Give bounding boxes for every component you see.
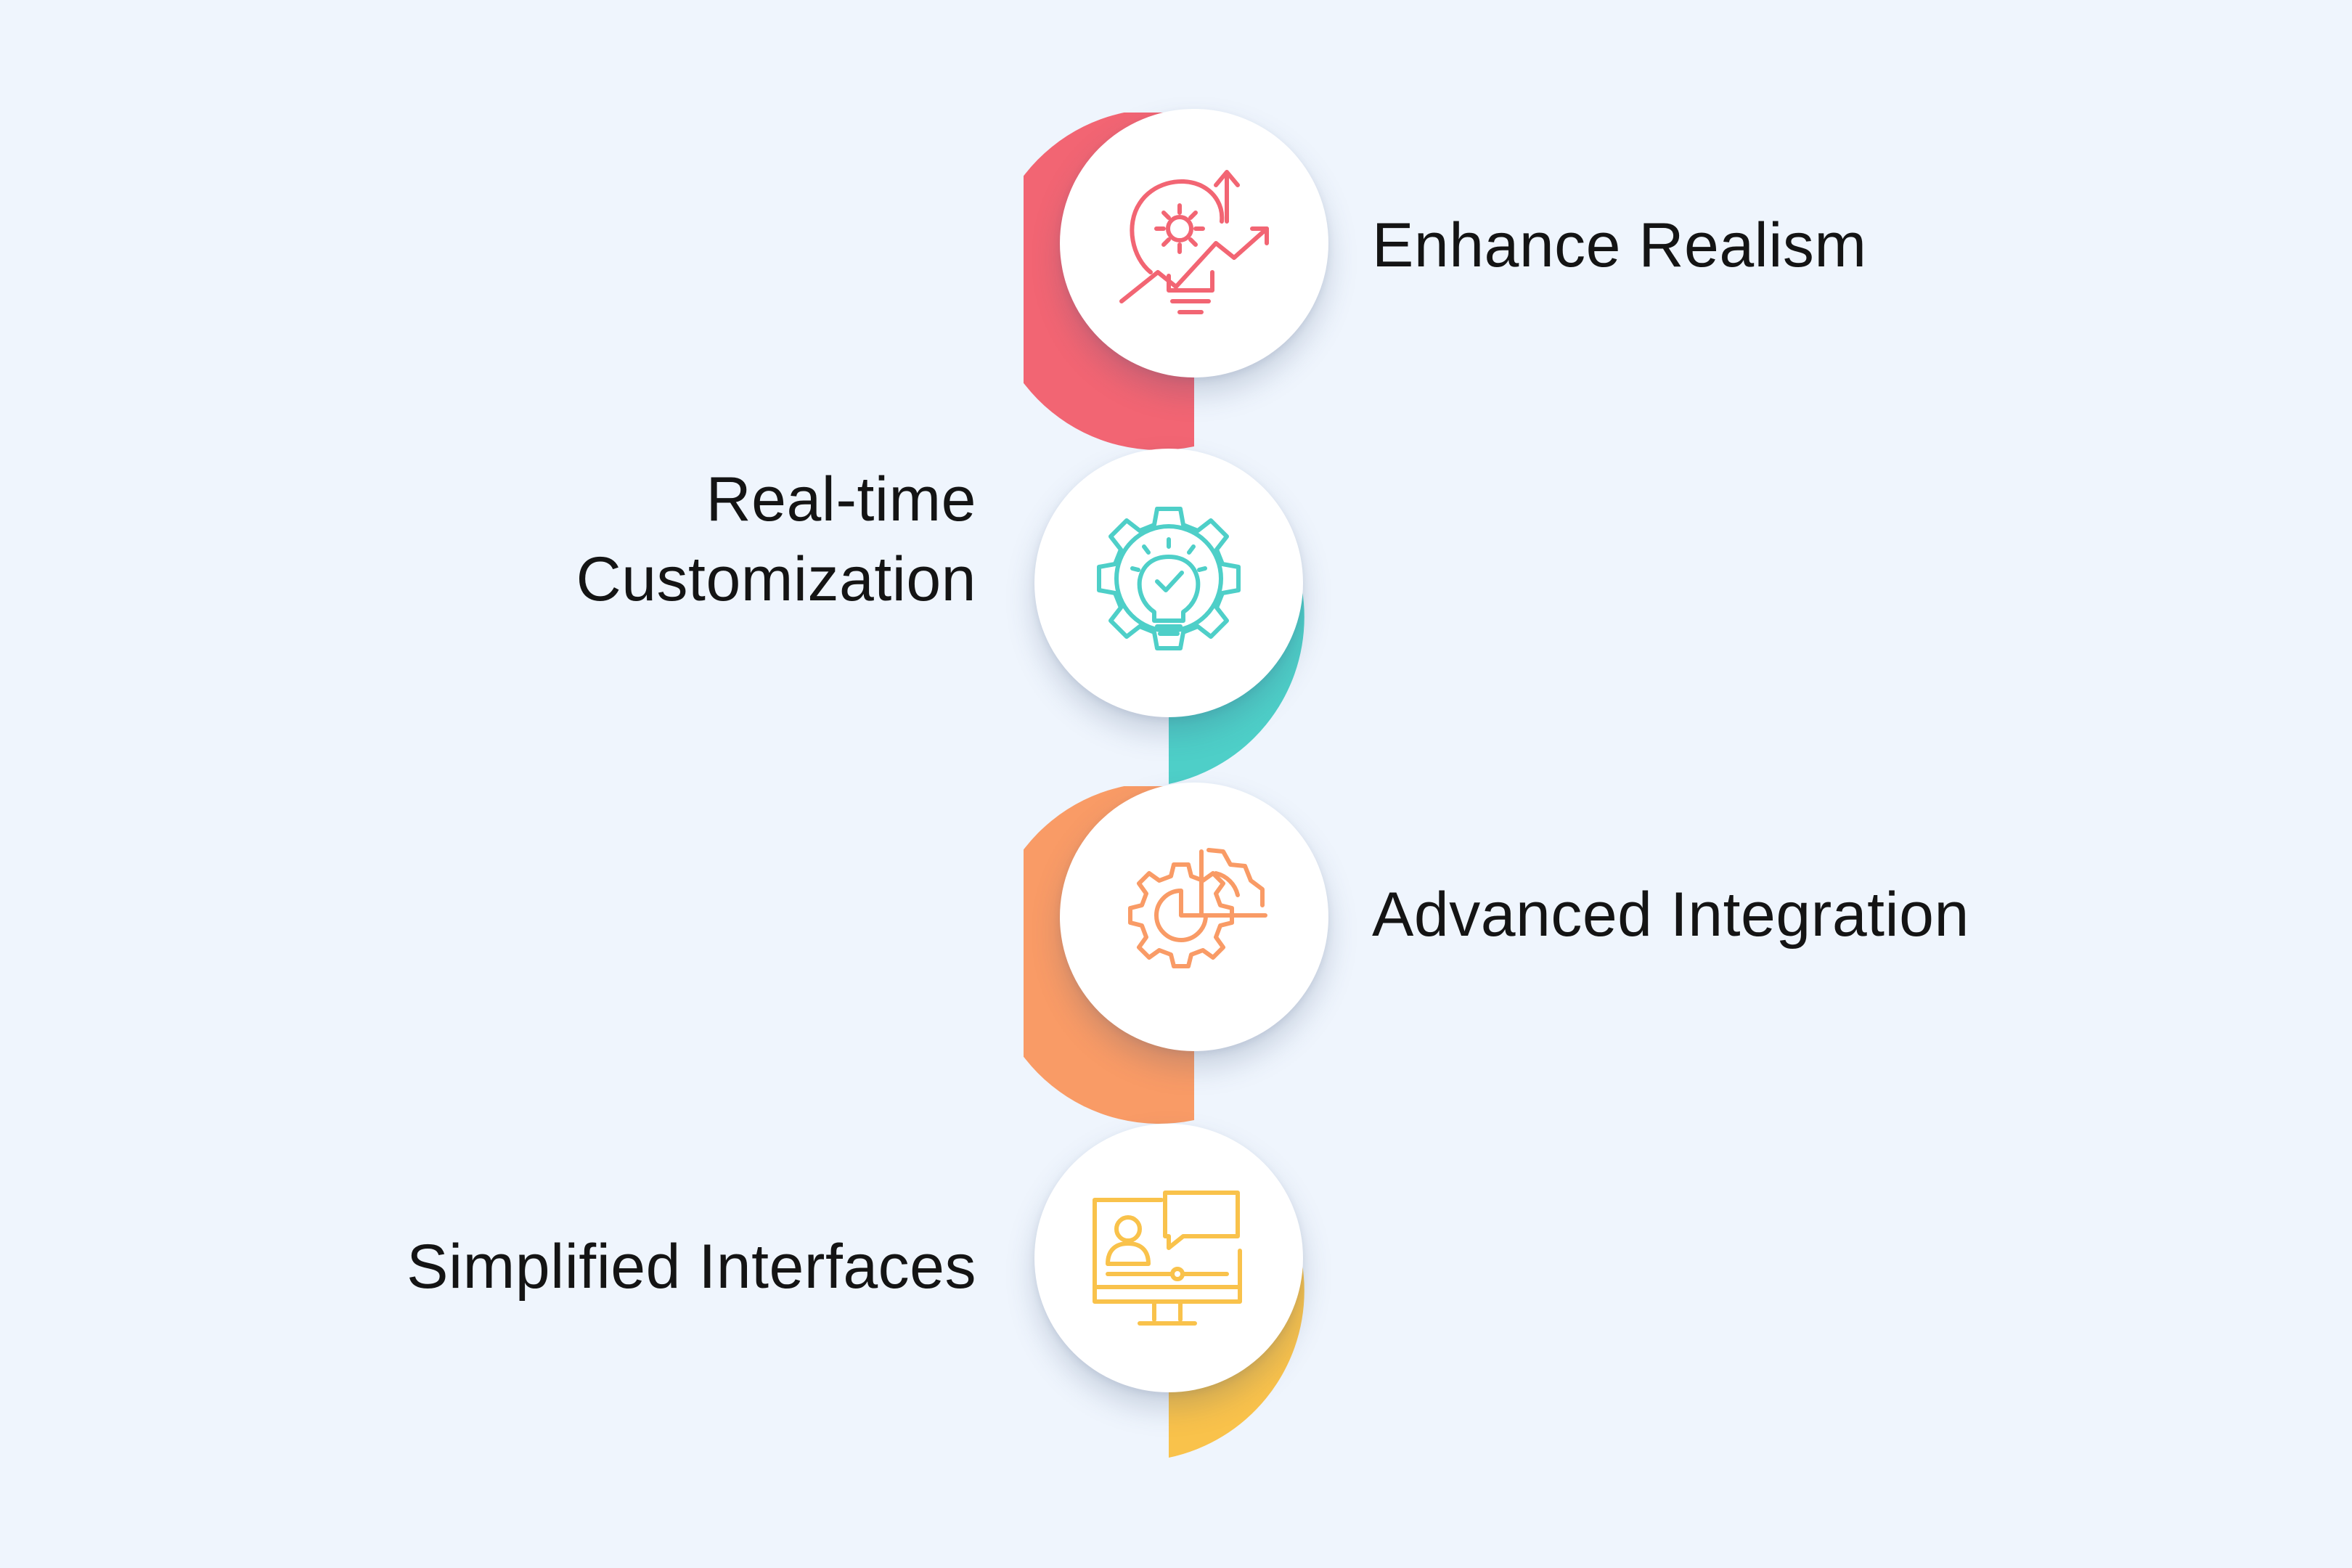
step-label-line2: Customization (576, 544, 976, 614)
step-label: Enhance Realism (1372, 211, 1867, 280)
step-label-line1: Real-time (706, 465, 976, 534)
step-accent-arc (1169, 1124, 1304, 1458)
gear-pie-chart-icon (1128, 848, 1267, 968)
step-accent-arc (1024, 786, 1194, 1124)
monitor-user-chat-icon (1093, 1191, 1242, 1326)
step-label: Advanced Integration (1372, 880, 1969, 950)
step-accent-arc (1024, 113, 1194, 450)
step-icon-circle (1060, 783, 1328, 1051)
step-icon-circle (1034, 449, 1303, 717)
gear-lightbulb-check-icon (1097, 507, 1241, 650)
step-icon-circle (1060, 109, 1328, 377)
lightbulb-gear-growth-icon (1119, 170, 1269, 314)
step-accent-arc (1169, 450, 1304, 784)
step-label: Simplified Interfaces (407, 1232, 976, 1302)
step-icon-circle (1034, 1124, 1303, 1392)
